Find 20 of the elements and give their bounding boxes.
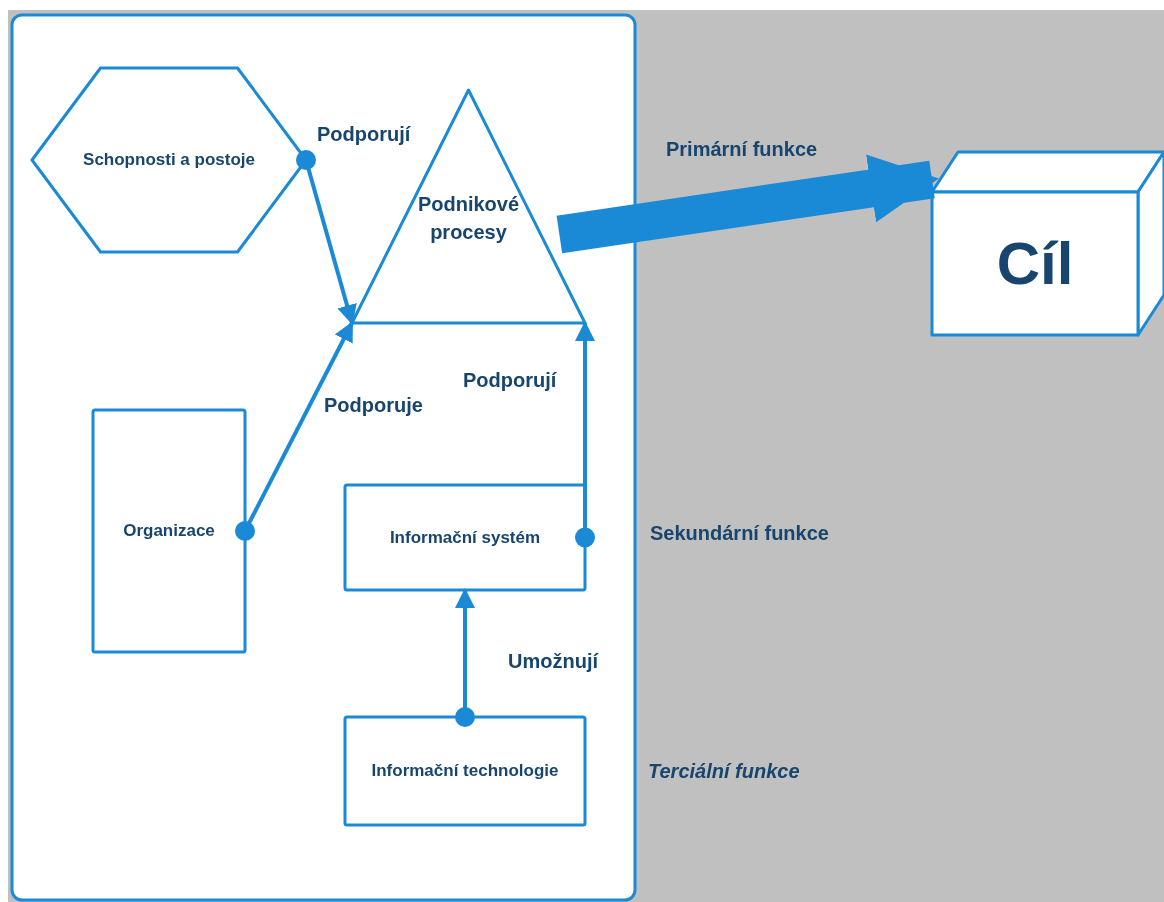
- edge-label: Umožnují: [506, 650, 600, 673]
- process-box: [345, 485, 585, 590]
- edge-label: Podporují: [315, 123, 413, 146]
- edge-label: Podporují: [461, 369, 559, 392]
- edge-label: Podporuje: [322, 394, 425, 417]
- node-label: Schopnosti a postoje: [82, 149, 256, 172]
- thick-arrow: [556, 154, 939, 254]
- level-label: Sekundární funkce: [649, 522, 830, 545]
- connector-arrow: [455, 588, 475, 727]
- process-box: [93, 410, 245, 652]
- node-label: Informační technologie: [370, 760, 560, 783]
- node-label: Podnikové procesy: [416, 192, 521, 246]
- connector-arrow: [296, 150, 357, 325]
- node-label: Informační systém: [388, 526, 542, 549]
- process-box: [345, 717, 585, 825]
- node-label: Organizace: [122, 520, 216, 543]
- level-label: Terciální funkce: [647, 760, 801, 783]
- panel-background: [12, 15, 635, 900]
- connector-arrow: [575, 321, 595, 548]
- connector-arrow: [235, 321, 354, 541]
